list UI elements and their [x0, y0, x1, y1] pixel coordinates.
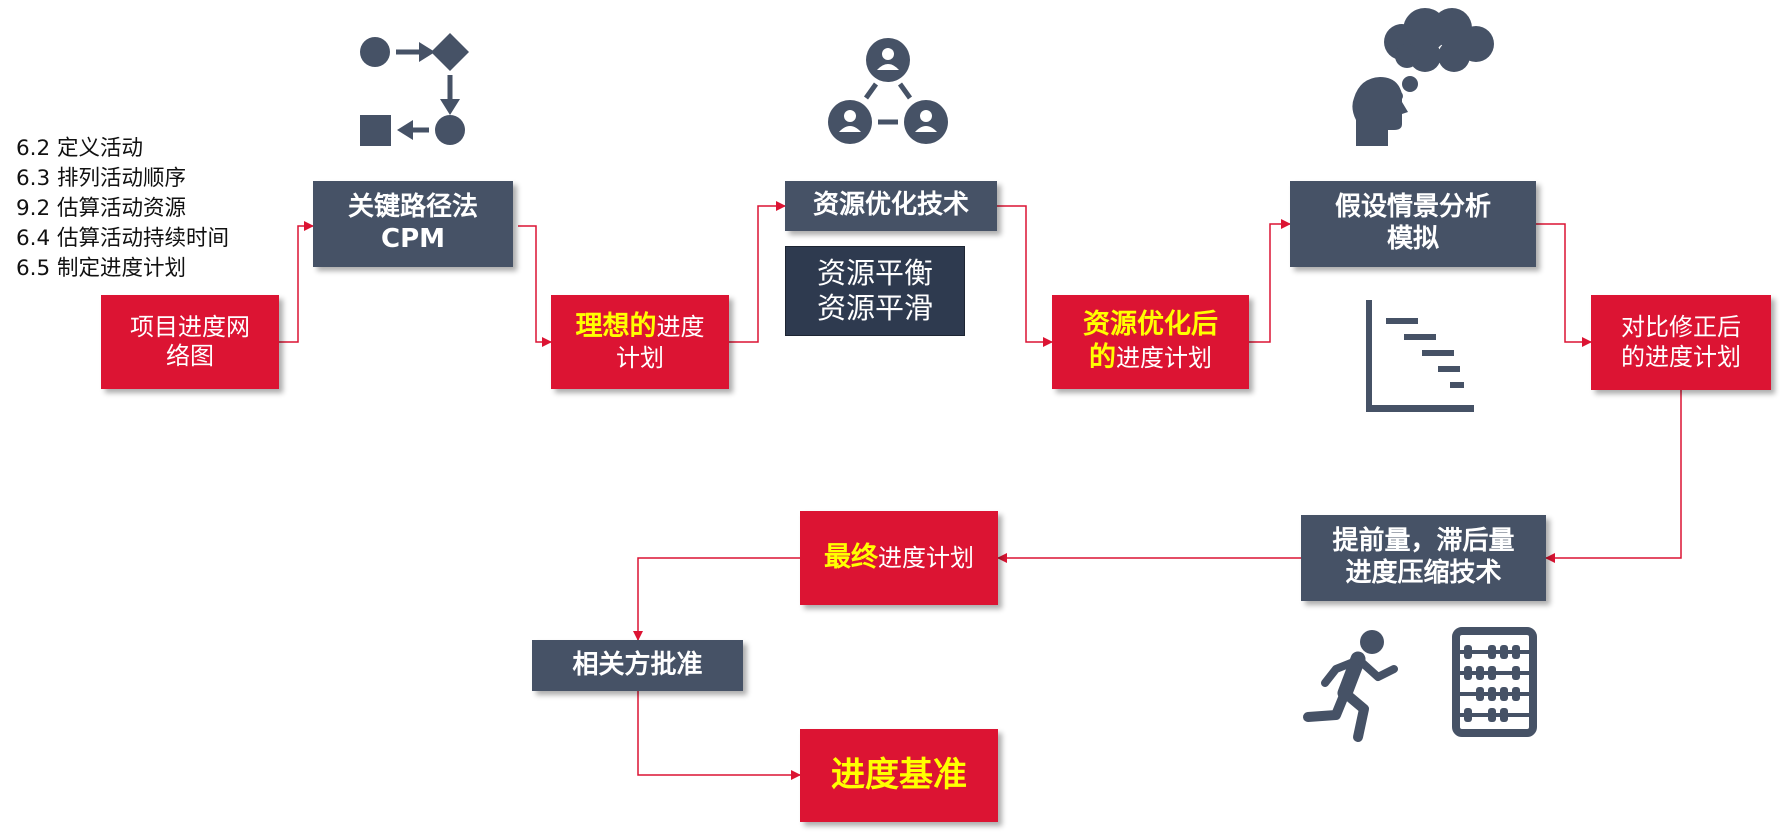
process-item: 6.4 估算活动持续时间	[16, 226, 230, 251]
running-person-icon	[1303, 630, 1398, 742]
node-highlight: 理想的	[575, 310, 657, 342]
resource-optimization-node: 资源优化技术	[785, 181, 997, 231]
network-diagram-node: 项目进度网 络图	[101, 295, 279, 389]
connector-resource-to-optimized	[997, 205, 1053, 347]
schedule-baseline-node: 进度基准	[800, 729, 998, 822]
optimized-plan-node: 资源优化后 的进度计划	[1052, 295, 1249, 389]
connector-network-to-cpm	[279, 221, 314, 343]
node-line: 计划	[616, 343, 664, 372]
node-text: 进度	[656, 312, 705, 341]
node-label: 进度基准	[831, 754, 967, 795]
node-line: 模拟	[1386, 224, 1439, 254]
process-item: 6.2 定义活动	[16, 136, 144, 161]
node-line: 对比修正后	[1621, 313, 1741, 342]
process-item: 6.3 排列活动顺序	[16, 166, 187, 191]
cpm-node: 关键路径法 CPM	[313, 181, 513, 267]
node-line: 的进度计划	[1621, 342, 1741, 371]
thinking-head-icon	[1352, 8, 1494, 146]
network-people-icon	[828, 38, 948, 144]
node-line: 项目进度网	[130, 312, 250, 341]
node-text: 进度计划	[1116, 344, 1212, 372]
node-line: 络图	[166, 342, 214, 370]
node-highlight: 资源优化后	[1083, 309, 1218, 341]
what-if-analysis-node: 假设情景分析 模拟	[1290, 181, 1536, 267]
stakeholder-approval-node: 相关方批准	[532, 640, 743, 691]
node-line: CPM	[380, 224, 445, 254]
revised-plan-node: 对比修正后 的进度计划	[1591, 295, 1771, 390]
node-label: 资源优化技术	[812, 190, 969, 221]
node-line: 关键路径法	[347, 192, 478, 223]
lead-lag-compression-node: 提前量，滞后量 进度压缩技术	[1301, 515, 1546, 601]
abacus-icon	[1452, 627, 1537, 737]
node-line: 资源平滑	[816, 291, 933, 325]
node-highlight: 最终	[824, 541, 878, 573]
resource-methods-box: 资源平衡 资源平滑	[785, 246, 965, 336]
connector-final-to-approval	[633, 557, 800, 641]
node-line: 进度压缩技术	[1345, 558, 1502, 588]
node-text: 进度计划	[878, 543, 974, 572]
node-line: 假设情景分析	[1334, 192, 1491, 223]
node-line: 资源平衡	[816, 255, 933, 290]
process-list: 6.2 定义活动 6.3 排列活动顺序 9.2 估算活动资源 6.4 估算活动持…	[16, 134, 229, 284]
ideal-plan-node: 理想的进度 计划	[551, 295, 729, 389]
process-item: 6.5 制定进度计划	[16, 256, 187, 281]
connector-optimized-to-whatif	[1249, 219, 1291, 343]
connector-cpm-to-ideal	[518, 225, 552, 347]
node-highlight: 的	[1089, 342, 1116, 373]
process-item: 9.2 估算活动资源	[16, 196, 187, 221]
node-label: 相关方批准	[572, 649, 703, 680]
connector-whatif-to-revised	[1536, 223, 1592, 347]
connector-ideal-to-resource	[729, 201, 786, 343]
gantt-chart-icon	[1366, 300, 1474, 412]
connector-revised-to-leadlag	[1545, 390, 1682, 563]
final-plan-node: 最终进度计划	[800, 511, 998, 605]
connector-approval-to-baseline	[637, 691, 801, 780]
flowchart-icon	[360, 33, 469, 146]
node-line: 提前量，滞后量	[1332, 526, 1515, 557]
